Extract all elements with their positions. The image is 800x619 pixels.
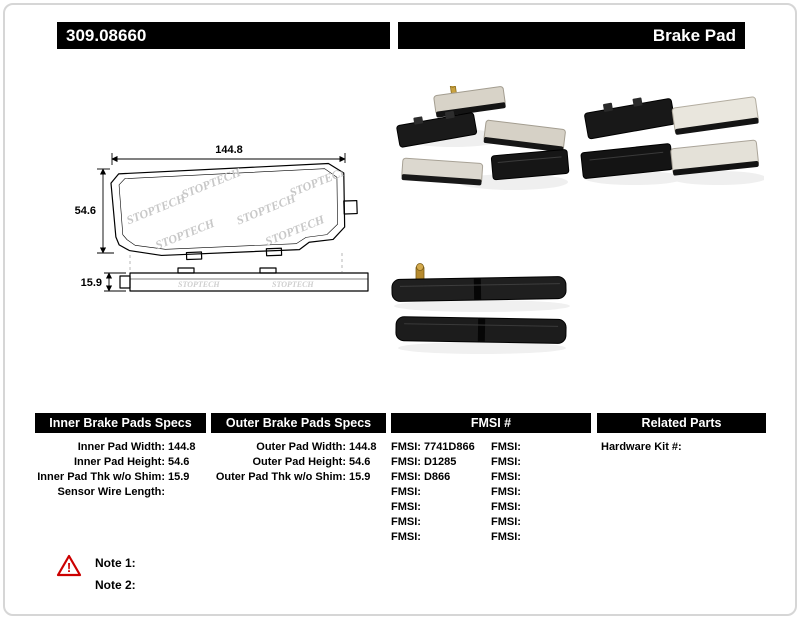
outer-specs-header: Outer Brake Pads Specs: [211, 413, 386, 433]
fmsi-row: FMSI: FMSI:: [391, 486, 521, 498]
spec-row: Inner Pad Height:54.6: [73, 456, 190, 468]
pad-backing-dark-top: [584, 97, 676, 140]
outer-specs-column: Outer Pad Width:144.8 Outer Pad Height:5…: [211, 440, 386, 485]
brake-pad-dimension-diagram: 144.8 54.6 STOPTECH STOPTECH STOPTECH ST…: [75, 143, 369, 292]
warning-icon: !: [56, 554, 82, 577]
pad-friction-light-lower: [670, 139, 760, 176]
fmsi-header: FMSI #: [391, 413, 591, 433]
brake-pads-photo-pair-set: [578, 90, 766, 188]
fmsi-row: FMSI:7741D866 FMSI:: [391, 441, 521, 453]
part-number-bar: 309.08660: [57, 22, 390, 49]
svg-text:STOPTECH: STOPTECH: [234, 191, 298, 228]
spec-row: Outer Pad Thk w/o Shim:15.9: [215, 471, 371, 483]
pad-friction-light-right: [483, 119, 566, 153]
fmsi-column: FMSI:7741D866 FMSI: FMSI:D1285 FMSI: FMS…: [391, 440, 591, 545]
svg-text:STOPTECH: STOPTECH: [124, 191, 188, 228]
spec-row: Sensor Wire Length:: [57, 486, 165, 498]
inner-specs-header: Inner Brake Pads Specs: [35, 413, 206, 433]
spec-row: Inner Pad Thk w/o Shim:15.9: [37, 471, 190, 483]
thickness-dimension-label: 15.9: [81, 277, 102, 289]
height-dimension-label: 54.6: [75, 205, 96, 217]
pad-side-view: STOPTECH STOPTECH: [119, 267, 369, 292]
technical-drawing: 144.8 54.6 STOPTECH STOPTECH STOPTECH ST…: [60, 133, 380, 318]
pad-edge-strip-bottom: [395, 316, 567, 344]
width-dimension-label: 144.8: [215, 144, 243, 156]
svg-text:STOPTECH: STOPTECH: [153, 216, 217, 253]
spec-row: Hardware Kit #:: [601, 441, 682, 453]
stoptech-watermark-group: STOPTECH STOPTECH STOPTECH STOPTECH STOP…: [124, 163, 351, 253]
related-parts-column: Hardware Kit #:: [601, 440, 770, 455]
svg-text:!: !: [67, 560, 71, 575]
product-name: Brake Pad: [652, 26, 736, 45]
spec-row: Inner Pad Width:144.8: [77, 441, 196, 453]
fmsi-row: FMSI: FMSI:: [391, 501, 521, 513]
fmsi-row: FMSI: FMSI:: [391, 516, 521, 528]
svg-text:STOPTECH: STOPTECH: [263, 212, 327, 249]
brake-pads-photo-edge-view: [388, 262, 576, 368]
inner-specs-column: Inner Pad Width:144.8 Inner Pad Height:5…: [35, 440, 206, 500]
pad-friction-light-bottom: [401, 157, 484, 186]
note-2: Note 2:: [95, 578, 136, 592]
spec-row: Outer Pad Height:54.6: [252, 456, 371, 468]
pad-backing-dark-left: [396, 110, 478, 148]
pad-backing-dark-bottom: [490, 149, 570, 181]
product-name-bar: Brake Pad: [398, 22, 745, 49]
spec-row: Outer Pad Width:144.8: [256, 441, 377, 453]
note-1: Note 1:: [95, 556, 136, 570]
fmsi-row: FMSI: FMSI:: [391, 531, 521, 543]
svg-text:STOPTECH: STOPTECH: [178, 280, 220, 289]
pad-front-view: STOPTECH STOPTECH STOPTECH STOPTECH STOP…: [110, 162, 358, 261]
svg-text:STOPTECH: STOPTECH: [287, 163, 351, 200]
wear-sensor-fitting: [415, 263, 425, 282]
svg-text:STOPTECH: STOPTECH: [272, 280, 314, 289]
pad-friction-light-top: [671, 96, 759, 135]
brake-pads-photo-front-set: [393, 80, 571, 194]
fmsi-row: FMSI:D1285 FMSI:: [391, 456, 521, 468]
fmsi-row: FMSI:D866 FMSI:: [391, 471, 521, 483]
related-parts-header: Related Parts: [597, 413, 766, 433]
part-number: 309.08660: [66, 26, 147, 45]
pad-edge-strip-top: [391, 276, 567, 302]
